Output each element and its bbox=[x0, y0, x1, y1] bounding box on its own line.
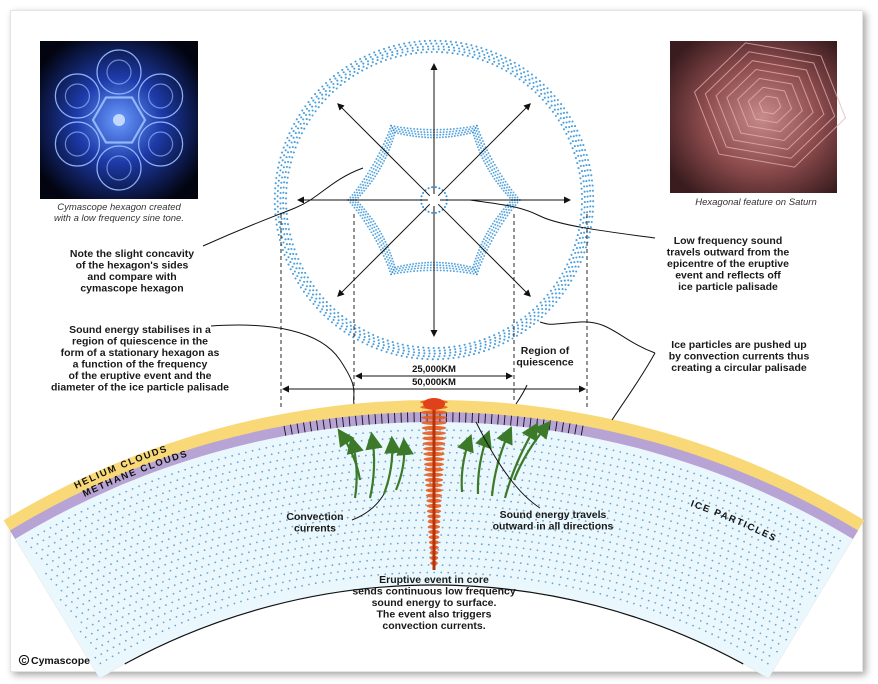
copyright: C Cymascope bbox=[18, 654, 90, 667]
quiescence-stabilises-note-line-3: form of a stationary hexagon as bbox=[61, 347, 220, 359]
quiescence-stabilises-note-line-2: region of quiescence in the bbox=[72, 336, 208, 348]
quiescence-stabilises-note-line-1: Sound energy stabilises in a bbox=[69, 324, 211, 336]
outer-diameter-label: 50,000KM bbox=[412, 377, 456, 388]
projection-lines bbox=[280, 214, 588, 410]
concavity-note-line-3: and compare with bbox=[87, 271, 176, 283]
svg-text:C: C bbox=[21, 658, 26, 665]
ice-particles-pushed-note-line-1: Ice particles are pushed up bbox=[671, 339, 806, 351]
low-frequency-note-line-4: event and reflects off bbox=[675, 270, 781, 282]
convection-currents-label-line-2: currents bbox=[294, 523, 336, 535]
eruptive-event-note-line-2: sends continuous low frequency bbox=[352, 586, 516, 598]
low-frequency-note-line-2: travels outward from the bbox=[667, 247, 790, 259]
convection-arrows bbox=[337, 420, 551, 499]
leader-lines bbox=[202, 167, 656, 521]
eruptive-event-note-line-5: convection currents. bbox=[382, 620, 485, 632]
quiescence-stabilises-note-line-4: a function of the frequency bbox=[73, 359, 208, 371]
quiescence-stabilises-note-line-5: of the eruptive event and the bbox=[69, 370, 212, 382]
ice-particles-pushed-note-line-3: creating a circular palisade bbox=[671, 362, 807, 374]
cymascope-hexagon-image bbox=[40, 41, 198, 199]
sound-travels-note-line-2: outward in all directions bbox=[493, 521, 614, 533]
region-of-quiescence-label-line-2: quiescence bbox=[516, 357, 573, 369]
radial-sound-arrows bbox=[297, 63, 571, 337]
eruptive-event-note-line-3: sound energy to surface. bbox=[372, 597, 497, 609]
eruptive-event-note-line-4: The event also triggers bbox=[377, 609, 492, 621]
ice-particle-dots bbox=[25, 429, 842, 665]
concavity-note-line-2: of the hexagon's sides bbox=[76, 260, 189, 272]
eruption-column bbox=[420, 398, 448, 570]
eruptive-event-note-line-1: Eruptive event in core bbox=[379, 574, 489, 586]
sound-travels-note-line-1: Sound energy travels bbox=[500, 509, 607, 521]
inner-diameter-label: 25,000KM bbox=[412, 364, 456, 375]
core-boundary bbox=[124, 584, 744, 665]
low-frequency-note-line-3: epicentre of the eruptive bbox=[667, 258, 789, 270]
low-frequency-note-line-1: Low frequency sound bbox=[674, 235, 783, 247]
low-frequency-note-line-5: ice particle palisade bbox=[678, 281, 778, 293]
concavity-note-line-1: Note the slight concavity bbox=[70, 248, 194, 260]
ice-particles-pushed-note-line-2: by convection currents thus bbox=[669, 351, 810, 363]
saturn-caption: Hexagonal feature on Saturn bbox=[695, 197, 816, 208]
cymascope-caption-line-2: with a low frequency sine tone. bbox=[54, 213, 184, 224]
planet-cross-section bbox=[3, 398, 865, 679]
concavity-note-line-4: cymascope hexagon bbox=[80, 283, 183, 295]
region-of-quiescence-label-line-1: Region of bbox=[521, 345, 570, 357]
convection-currents-label-line-1: Convection bbox=[286, 511, 343, 523]
cymascope-caption-line-1: Cymascope hexagon created bbox=[57, 202, 181, 213]
saturn-hexagon-image bbox=[670, 41, 847, 193]
palisade-ring bbox=[273, 39, 595, 361]
quiescence-stabilises-note-line-6: diameter of the ice particle palisade bbox=[51, 382, 229, 394]
copyright-text: Cymascope bbox=[31, 655, 90, 667]
